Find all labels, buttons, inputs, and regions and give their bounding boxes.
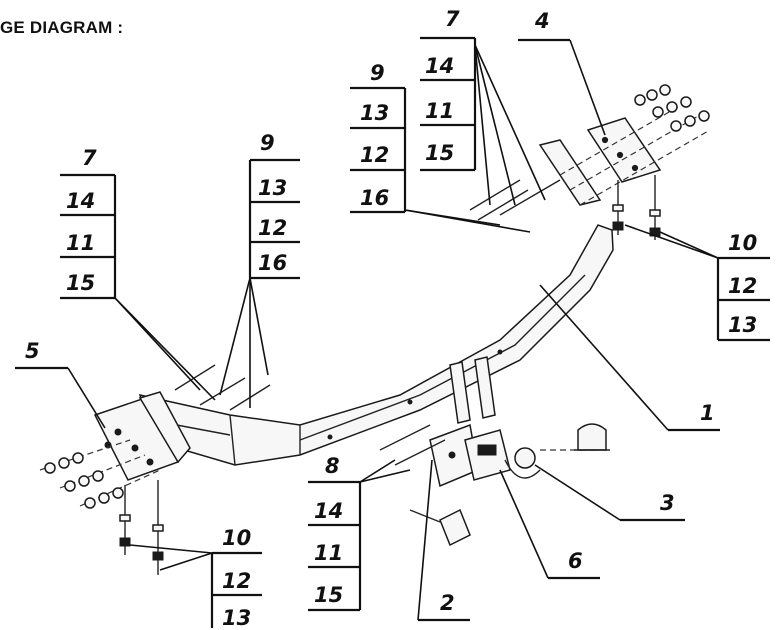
callout-7-top-row-2: 11 bbox=[425, 99, 454, 123]
right-bracket-part-4 bbox=[538, 117, 662, 206]
callout-6: 6 bbox=[499, 469, 600, 580]
vertical-bolts-left bbox=[119, 480, 164, 575]
callout-7-left-label: 7 bbox=[82, 146, 97, 170]
callout-2-label: 2 bbox=[440, 591, 455, 615]
callout-10-right-row-1: 12 bbox=[728, 274, 757, 298]
callout-8: 8 14 11 15 bbox=[308, 454, 411, 612]
callout-7-top: 7 14 11 15 bbox=[420, 7, 546, 206]
callout-9-top-row-3: 16 bbox=[360, 186, 389, 210]
callout-9-top: 9 13 12 16 bbox=[350, 61, 531, 233]
callout-10-bottom-left-row-1: 12 bbox=[222, 569, 251, 593]
washers-left bbox=[44, 452, 124, 509]
callout-9-top-row-1: 13 bbox=[360, 101, 389, 125]
washers-top-right bbox=[634, 84, 710, 132]
callout-8-row-3: 15 bbox=[314, 583, 343, 607]
callout-7-left-row-3: 15 bbox=[66, 271, 95, 295]
callout-9-top-label: 9 bbox=[370, 61, 385, 85]
callout-1-label: 1 bbox=[700, 401, 715, 425]
callout-10-right: 10 12 13 bbox=[624, 224, 770, 342]
socket-plug bbox=[409, 508, 471, 547]
callout-10-bottom-left: 10 12 13 bbox=[129, 526, 262, 630]
callout-9-left-row-2: 12 bbox=[258, 216, 287, 240]
bolts-top-right bbox=[469, 99, 711, 221]
tow-ball-part-3 bbox=[504, 423, 610, 479]
left-bracket-part-5 bbox=[93, 391, 191, 481]
callout-10-bottom-left-row-2: 13 bbox=[222, 606, 251, 630]
callout-9-top-row-2: 12 bbox=[360, 143, 389, 167]
callout-9-left: 9 13 12 16 bbox=[219, 131, 300, 408]
tow-hitch-part-6 bbox=[464, 429, 511, 481]
callout-8-label: 8 bbox=[325, 454, 340, 478]
callout-7-top-label: 7 bbox=[445, 7, 460, 31]
bolt-8 bbox=[379, 424, 446, 466]
callout-2: 2 bbox=[417, 459, 470, 622]
callout-3: 3 bbox=[534, 464, 685, 522]
callout-10-right-row-2: 13 bbox=[728, 313, 757, 337]
callout-8-row-1: 14 bbox=[314, 499, 343, 523]
callout-9-left-row-1: 13 bbox=[258, 176, 287, 200]
callout-7-top-row-1: 14 bbox=[425, 54, 454, 78]
callout-5-label: 5 bbox=[25, 339, 40, 363]
vertical-bolts-right bbox=[612, 175, 661, 240]
callout-8-row-2: 11 bbox=[314, 541, 343, 565]
callout-5: 5 bbox=[15, 339, 106, 429]
diagram-title: GE DIAGRAM : bbox=[0, 18, 124, 37]
callout-6-label: 6 bbox=[568, 549, 583, 573]
callout-4: 4 bbox=[518, 9, 606, 136]
callout-7-top-row-3: 15 bbox=[425, 141, 454, 165]
callout-9-left-row-3: 16 bbox=[258, 251, 287, 275]
callout-4-label: 4 bbox=[534, 9, 550, 33]
callout-3-label: 3 bbox=[660, 491, 675, 515]
callout-9-left-label: 9 bbox=[260, 131, 275, 155]
callout-7-left-row-1: 14 bbox=[66, 189, 95, 213]
callout-10-right-label: 10 bbox=[728, 231, 757, 255]
callout-1: 1 bbox=[539, 284, 720, 432]
callout-10-bottom-left-label: 10 bbox=[222, 526, 251, 550]
callout-7-left: 7 14 11 15 bbox=[60, 146, 216, 401]
crossbar-part-1 bbox=[139, 224, 614, 466]
callout-7-left-row-2: 11 bbox=[66, 231, 95, 255]
